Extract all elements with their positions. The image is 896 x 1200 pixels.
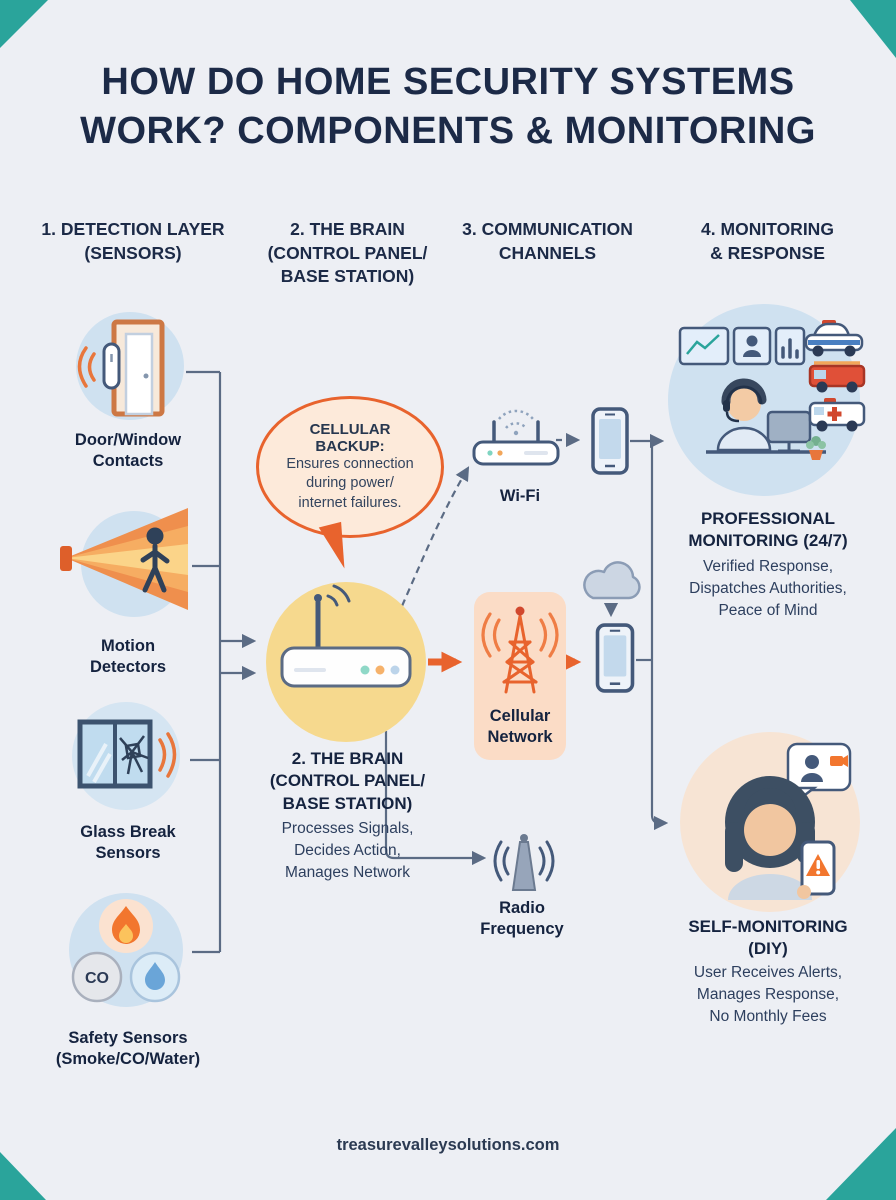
- wifi-router-icon: [472, 409, 560, 466]
- callout-title: CELLULAR BACKUP:: [309, 420, 391, 455]
- self-monitoring-description: User Receives Alerts, Manages Response, …: [693, 964, 843, 1025]
- professional-monitoring-title: PROFESSIONAL MONITORING (24/7): [688, 509, 848, 551]
- cellular-network-label: Cellular Network: [487, 707, 553, 747]
- cloud-icon: [583, 561, 641, 600]
- wifi-phone-icon: [591, 407, 629, 475]
- safety-sensors-label: Safety Sensors (Smoke/CO/Water): [55, 1029, 201, 1069]
- footer-website: treasurevalleysolutions.com: [336, 1136, 560, 1154]
- alert-phone-icon: [797, 840, 836, 899]
- callout-body: Ensures connection during power/ interne…: [286, 455, 414, 511]
- radio-frequency-label: Radio Frequency: [480, 899, 564, 939]
- door-window-contact-icon: [76, 312, 184, 420]
- user-icon: [725, 776, 815, 900]
- page-title: HOW DO HOME SECURITY SYSTEMS WORK? COMPO…: [80, 61, 816, 153]
- header-monitoring-response: 4. MONITORING & RESPONSE: [701, 219, 834, 263]
- brain-description: Processes Signals, Decides Action, Manag…: [281, 820, 414, 881]
- arrow-brain-to-wifi: [400, 466, 470, 607]
- water-drop-icon: [145, 962, 165, 990]
- professional-monitoring-description: Verified Response, Dispatches Authoritie…: [689, 558, 847, 619]
- professional-monitoring-illustration: [668, 304, 866, 496]
- cellular-backup-callout: CELLULAR BACKUP: Ensures connection duri…: [256, 396, 444, 538]
- co-badge-icon: [71, 951, 123, 1003]
- motion-detector-label: Motion Detectors: [89, 637, 167, 677]
- door-window-label: Door/Window Contacts: [74, 431, 182, 471]
- motion-detector-icon: [60, 508, 188, 617]
- arrow-brain-to-radio: [384, 731, 487, 866]
- wifi-label: Wi-Fi: [499, 487, 541, 505]
- glass-break-icon: [72, 702, 180, 810]
- radio-frequency-icon: [493, 834, 555, 891]
- brain-title: 2. THE BRAIN (CONTROL PANEL/ BASE STATIO…: [269, 749, 426, 813]
- header-the-brain: 2. THE BRAIN (CONTROL PANEL/ BASE STATIO…: [267, 219, 428, 287]
- co-badge-text: CO: [85, 970, 109, 987]
- fire-truck-icon: [808, 361, 866, 393]
- sensor-bus-line: [186, 370, 222, 954]
- dashboard-screens-icon: [678, 326, 806, 366]
- ambulance-icon: [808, 398, 866, 432]
- glass-break-label: Glass Break Sensors: [80, 823, 176, 863]
- control-panel-icon: [266, 582, 426, 742]
- cell-tower-icon: [481, 606, 559, 694]
- cellular-phone-icon: [595, 623, 635, 693]
- header-detection-layer: 1. DETECTION LAYER (SENSORS): [41, 219, 225, 263]
- police-car-icon: [804, 320, 864, 357]
- self-monitoring-illustration: [680, 732, 860, 912]
- self-monitoring-title: SELF-MONITORING (DIY): [688, 917, 848, 959]
- header-communication-channels: 3. COMMUNICATION CHANNELS: [462, 219, 633, 263]
- safety-sensors-icon: CO: [69, 893, 183, 1007]
- operator-icon: [706, 378, 826, 460]
- arrow-to-selfmonitoring: [650, 441, 669, 831]
